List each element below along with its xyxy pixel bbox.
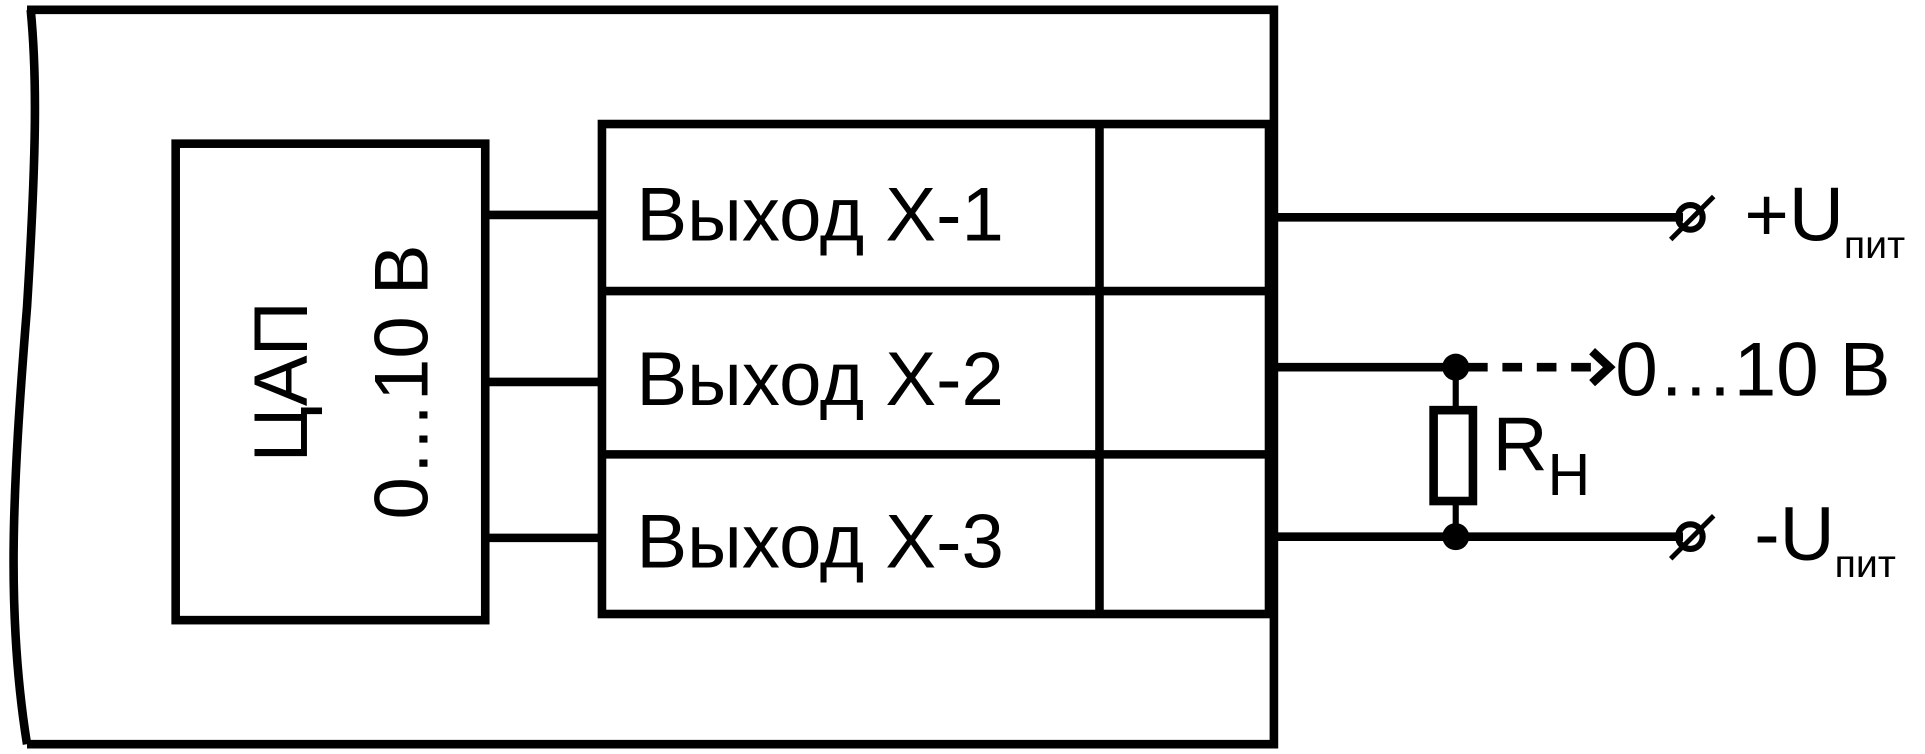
arrow-icon xyxy=(1589,348,1616,387)
terminal-minus xyxy=(1675,521,1706,552)
output-label-3: Выход Х-3 xyxy=(636,499,1004,584)
signal-label: 0…10 В xyxy=(1615,327,1890,412)
junction-dot xyxy=(1442,523,1470,551)
resistor-label: RН xyxy=(1493,402,1591,508)
terminal-slash xyxy=(1668,514,1716,561)
output-label-2: Выход Х-2 xyxy=(636,337,1004,422)
resistor xyxy=(1429,405,1478,506)
terminal-block xyxy=(597,119,1274,619)
dac-range: 0…10 В xyxy=(359,244,444,519)
plus-supply-label: +Uпит xyxy=(1744,173,1905,267)
junction-dot xyxy=(1442,353,1470,381)
minus-supply-label: -Uпит xyxy=(1754,492,1896,586)
dac-title: ЦАП xyxy=(239,301,324,462)
terminal-plus xyxy=(1675,202,1706,233)
output-label-1: Выход Х-1 xyxy=(636,173,1004,258)
terminal-slash xyxy=(1668,194,1716,242)
device-outline xyxy=(9,5,1279,749)
